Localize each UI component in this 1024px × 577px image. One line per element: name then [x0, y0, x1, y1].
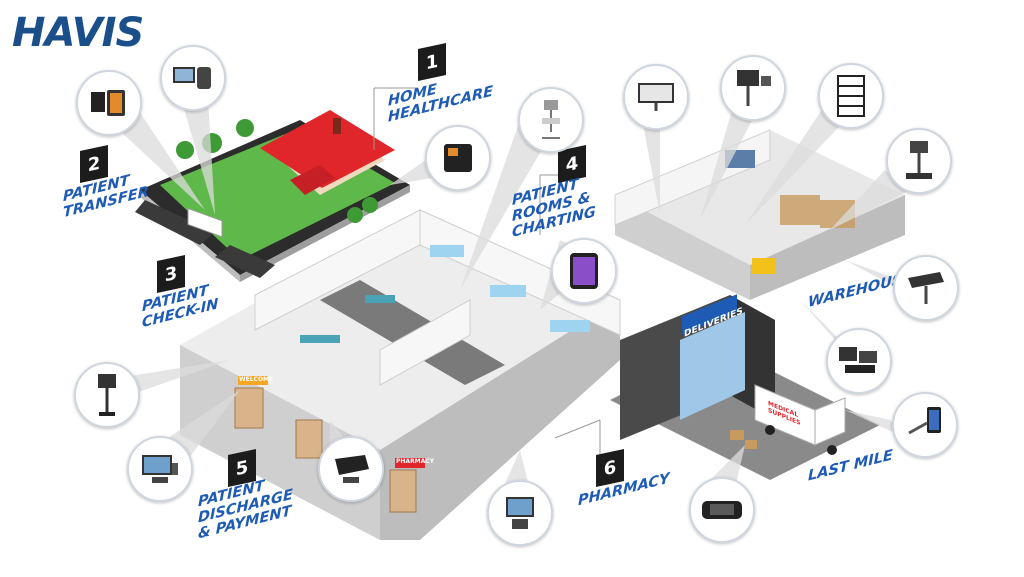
card-reader-icon [425, 125, 491, 191]
keyboard-tray-icon [318, 436, 384, 502]
medical-cart-icon [518, 87, 584, 153]
warehouse-scene [614, 129, 905, 300]
printer-mount-icon [826, 328, 892, 394]
logo-text: HAVIS [12, 10, 144, 56]
phone-mount-icon [892, 392, 958, 458]
pharmacy-sign-text: PHARMACY [396, 458, 435, 465]
station-badge-2: 2 [80, 145, 108, 183]
monitor-stand-icon [127, 436, 193, 502]
havis-logo: HAVIS [12, 10, 144, 56]
callout-lines [373, 87, 601, 455]
monitor-mount-icon [623, 64, 689, 130]
station-badge-3: 3 [157, 255, 185, 293]
delivery-scene [610, 294, 880, 480]
deliveries-sign [682, 294, 737, 335]
station-badge-1: 1 [418, 43, 446, 81]
home-healthcare-scene [135, 110, 410, 282]
tablet-case-icon [76, 70, 142, 136]
rugged-handheld-icon [689, 477, 755, 543]
pos-terminal-icon [160, 45, 226, 111]
station-badge-6: 6 [596, 449, 624, 487]
storage-rack-icon [818, 63, 884, 129]
ambulance [187, 207, 223, 238]
pole-mount-icon [720, 55, 786, 121]
kiosk-icon [74, 362, 140, 428]
cart-icon [886, 128, 952, 194]
tablet-icon [551, 238, 617, 304]
laptop-dock-icon [893, 255, 959, 321]
welcome-sign-text: WELCOME [239, 376, 274, 383]
pos-terminal-icon-2 [487, 480, 553, 546]
